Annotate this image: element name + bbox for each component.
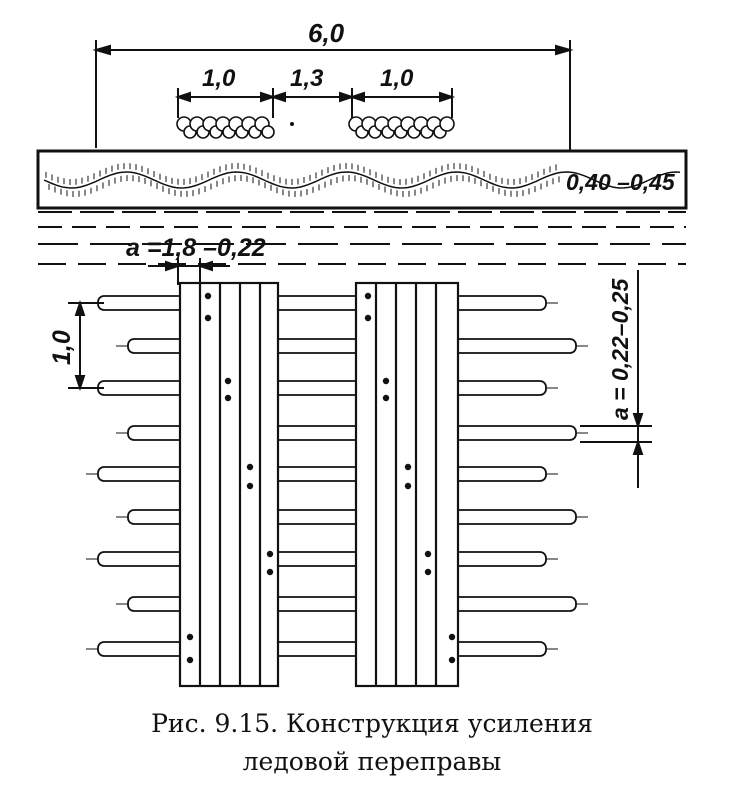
crossbar xyxy=(97,641,547,657)
bolt xyxy=(204,314,212,322)
bolt xyxy=(246,482,254,490)
crossbar xyxy=(97,295,547,311)
bolt xyxy=(246,463,254,471)
bolt xyxy=(364,314,372,322)
brushwood-bundle xyxy=(439,116,455,132)
ice-slab xyxy=(36,149,688,210)
bolt xyxy=(404,482,412,490)
bolt xyxy=(186,633,194,641)
dimension-total-width-label: 6,0 xyxy=(308,18,345,48)
dimension-side-label: a = 0,22–0,25 xyxy=(607,277,633,420)
center-dot xyxy=(290,122,294,126)
dimension-tracks xyxy=(174,88,456,118)
dimension-side xyxy=(580,270,652,488)
crossbar xyxy=(97,551,547,567)
brushwood-tracks xyxy=(176,116,455,139)
bolt xyxy=(204,292,212,300)
bolts xyxy=(186,292,456,664)
dimension-spacing xyxy=(148,258,230,285)
dimension-track-left-label: 1,0 xyxy=(202,65,236,92)
figure-caption: Рис. 9.15. Конструкция усиления ледовой … xyxy=(0,705,744,781)
ice-crossing-drawing: 6,0 1,0 1,3 1,0 0,40 –0,45 a =1,8 –0,22 xyxy=(36,18,688,688)
caption-line-1: Рис. 9.15. Конструкция усиления xyxy=(151,709,593,738)
crossbar xyxy=(97,380,547,396)
caption-line-2: ледовой переправы xyxy=(242,747,502,776)
dimension-pitch xyxy=(68,299,104,392)
water-lines xyxy=(38,211,686,265)
dimension-spacing-label: a =1,8 –0,22 xyxy=(126,234,266,262)
bolt xyxy=(224,377,232,385)
dimension-gap-label: 1,3 xyxy=(290,65,324,92)
crossbars xyxy=(86,295,588,657)
bolt xyxy=(266,550,274,558)
dimension-total-width xyxy=(92,40,574,150)
brushwood-bundle xyxy=(261,125,275,139)
ice-thickness-label: 0,40 –0,45 xyxy=(566,169,676,195)
bolt xyxy=(364,292,372,300)
dimension-pitch-label: 1,0 xyxy=(48,330,76,365)
bolt xyxy=(448,633,456,641)
bolt xyxy=(424,568,432,576)
bolt xyxy=(448,656,456,664)
bolt xyxy=(382,394,390,402)
crossbar xyxy=(97,466,547,482)
dimension-track-right-label: 1,0 xyxy=(380,65,414,92)
bolt xyxy=(424,550,432,558)
bolt xyxy=(186,656,194,664)
bolt xyxy=(266,568,274,576)
beam-bundle xyxy=(178,281,280,688)
bolt xyxy=(404,463,412,471)
bolt xyxy=(382,377,390,385)
bolt xyxy=(224,394,232,402)
